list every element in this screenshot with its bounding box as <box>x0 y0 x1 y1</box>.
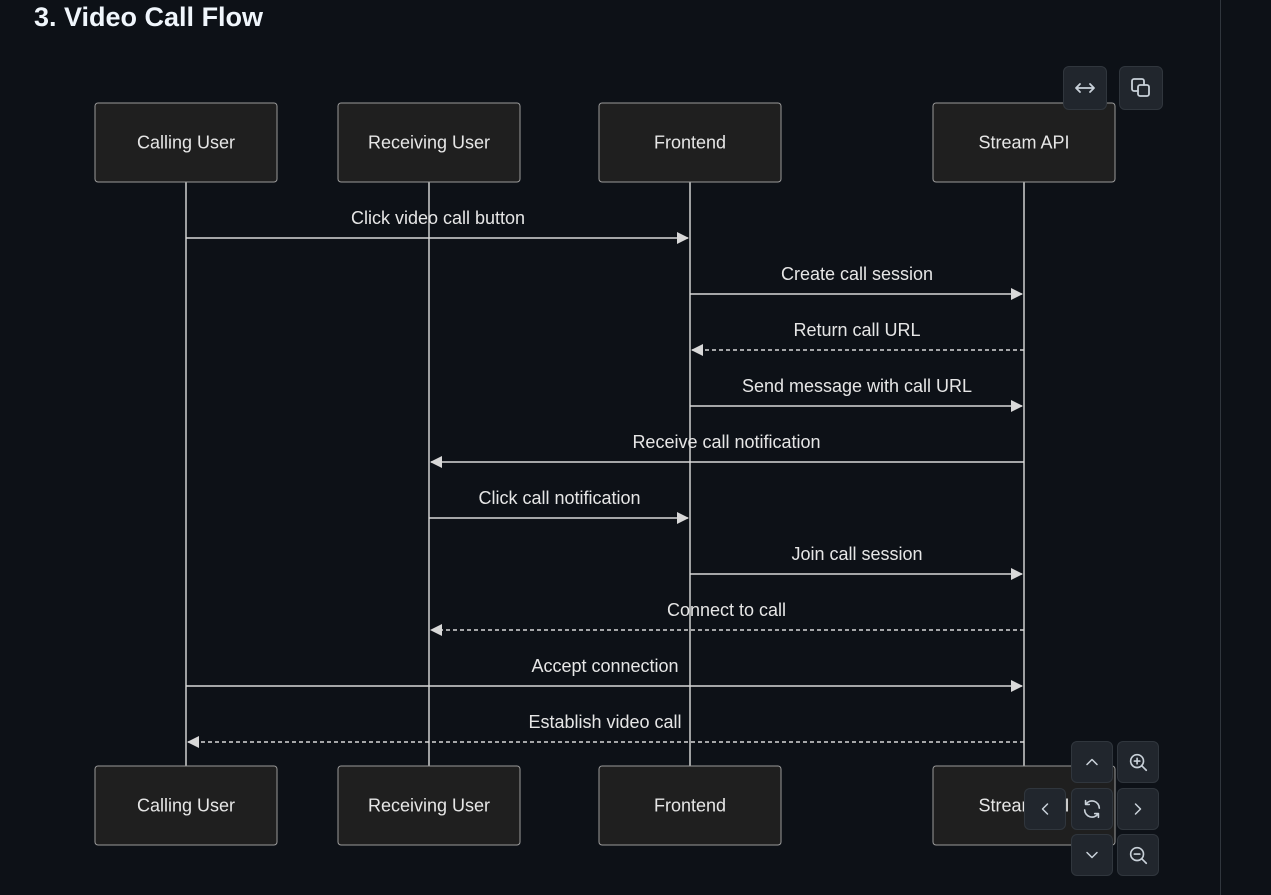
copy-icon <box>1131 78 1150 97</box>
message-6: Click call notification <box>429 488 689 524</box>
message-9: Accept connection <box>186 656 1023 692</box>
chevron-left-icon <box>1041 803 1049 815</box>
participant-box <box>598 102 782 183</box>
zoom-out-icon <box>1129 846 1148 865</box>
pan-down-button[interactable] <box>1071 834 1113 876</box>
zoom-out-button[interactable] <box>1117 834 1159 876</box>
participant-box <box>932 102 1116 183</box>
participant-receiving-top: Receiving User <box>337 102 521 183</box>
participant-receiving-bottom: Receiving User <box>337 765 521 846</box>
participant-box <box>94 102 278 183</box>
message-4: Send message with call URL <box>690 376 1023 412</box>
participant-label: Frontend <box>654 133 726 153</box>
pan-left-button[interactable] <box>1024 788 1066 830</box>
message-label: Accept connection <box>531 656 678 676</box>
fullscreen-button[interactable] <box>1063 66 1107 110</box>
zoom-in-icon <box>1129 753 1148 772</box>
participant-label: Frontend <box>654 796 726 816</box>
message-1: Click video call button <box>186 208 689 244</box>
participant-box <box>598 765 782 846</box>
message-3: Return call URL <box>691 320 1024 356</box>
message-label: Click video call button <box>351 208 525 228</box>
participant-label: Stream API <box>978 133 1069 153</box>
participant-stream-top: Stream API <box>932 102 1116 183</box>
participant-frontend-bottom: Frontend <box>598 765 782 846</box>
participant-label: Calling User <box>137 796 235 816</box>
message-10: Establish video call <box>187 712 1024 748</box>
participant-calling-bottom: Calling User <box>94 765 278 846</box>
participant-calling-top: Calling User <box>94 102 278 183</box>
message-7: Join call session <box>690 544 1023 580</box>
participant-frontend-top: Frontend <box>598 102 782 183</box>
message-label: Connect to call <box>667 600 786 620</box>
message-label: Join call session <box>791 544 922 564</box>
message-5: Receive call notification <box>430 432 1024 468</box>
reset-view-button[interactable] <box>1071 788 1113 830</box>
message-label: Send message with call URL <box>742 376 972 396</box>
message-label: Return call URL <box>793 320 920 340</box>
pan-up-button[interactable] <box>1071 741 1113 783</box>
message-label: Receive call notification <box>632 432 820 452</box>
participant-label: Receiving User <box>368 796 490 816</box>
participant-box <box>337 102 521 183</box>
participant-label: Receiving User <box>368 133 490 153</box>
copy-button[interactable] <box>1119 66 1163 110</box>
participant-box <box>337 765 521 846</box>
message-2: Create call session <box>690 264 1023 300</box>
expand-horizontal-icon <box>1075 83 1095 93</box>
participant-label: Calling User <box>137 133 235 153</box>
refresh-icon <box>1083 799 1101 819</box>
participant-box <box>94 765 278 846</box>
message-label: Create call session <box>781 264 933 284</box>
chevron-right-icon <box>1134 803 1142 815</box>
message-label: Establish video call <box>528 712 681 732</box>
right-divider <box>1220 0 1221 895</box>
chevron-down-icon <box>1086 851 1098 859</box>
message-label: Click call notification <box>478 488 640 508</box>
pan-right-button[interactable] <box>1117 788 1159 830</box>
zoom-in-button[interactable] <box>1117 741 1159 783</box>
page-title: 3. Video Call Flow <box>34 2 264 32</box>
message-8: Connect to call <box>430 600 1024 636</box>
chevron-up-icon <box>1086 758 1098 766</box>
